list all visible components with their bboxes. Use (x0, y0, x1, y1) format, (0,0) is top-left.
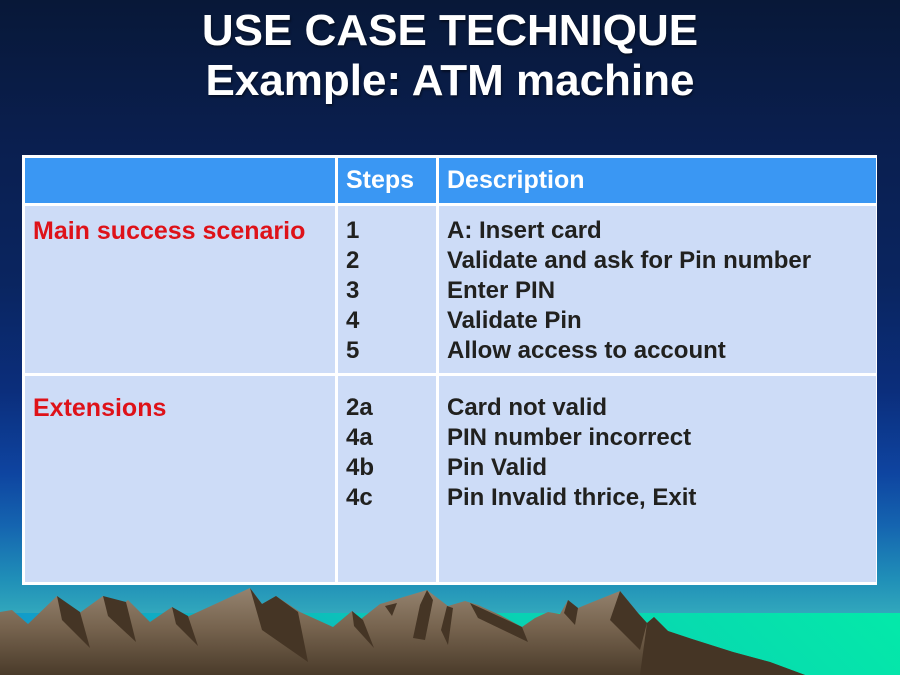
step-description: Enter PIN (447, 277, 556, 304)
header-cell-description: Description (439, 158, 876, 203)
slide-title-line-1: USE CASE TECHNIQUE (201, 6, 699, 55)
row-extensions-label-cell: Extensions (25, 376, 335, 582)
use-case-table: Steps Description Main success scenario … (22, 155, 877, 585)
step-number: 4 (346, 307, 360, 334)
row-main-success-steps-cell: 1 2 3 4 5 (338, 206, 436, 373)
step-number: 2 (346, 247, 360, 274)
row-main-success-label-cell: Main success scenario (25, 206, 335, 373)
header-cell-steps: Steps (338, 158, 436, 203)
step-number: 4c (346, 484, 373, 511)
step-description: A: Insert card (447, 217, 602, 244)
step-description: PIN number incorrect (447, 424, 692, 451)
slide-title: USE CASE TECHNIQUE Example: ATM machine (0, 6, 900, 106)
step-number: 1 (346, 217, 360, 244)
header-cell-scenario (25, 158, 335, 203)
step-number: 4a (346, 424, 373, 451)
row-label: Extensions (33, 394, 167, 422)
step-number: 3 (346, 277, 360, 304)
step-description: Card not valid (447, 394, 608, 421)
row-main-success-description-cell: A: Insert card Validate and ask for Pin … (439, 206, 876, 373)
step-description: Pin Invalid thrice, Exit (447, 484, 697, 511)
row-extensions-steps-cell: 2a 4a 4b 4c (338, 376, 436, 582)
row-label: Main success scenario (33, 217, 306, 245)
row-extensions-description-cell: Card not valid PIN number incorrect Pin … (439, 376, 876, 582)
step-number: 4b (346, 454, 375, 481)
step-number: 2a (346, 394, 373, 421)
step-description: Validate Pin (447, 307, 582, 334)
mountain-range-icon (0, 588, 805, 675)
step-description: Validate and ask for Pin number (447, 247, 812, 274)
step-description: Allow access to account (447, 337, 726, 364)
step-description: Pin Valid (447, 454, 548, 481)
slide-title-line-2: Example: ATM machine (205, 56, 695, 105)
step-number: 5 (346, 337, 360, 364)
